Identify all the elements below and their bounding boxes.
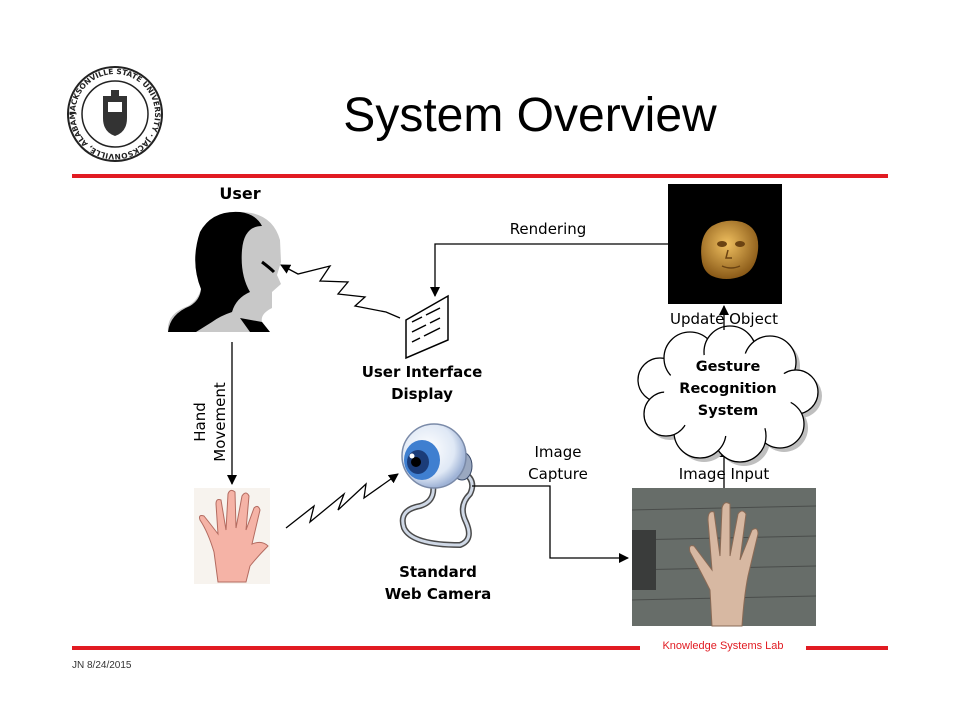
gesture-line1: Gesture [695, 359, 761, 375]
camera-label: Standard Web Camera [358, 561, 518, 605]
camera-line1: Standard [399, 563, 477, 581]
image-capture-arrow [472, 485, 629, 563]
title-divider [72, 174, 888, 178]
footer-lab-name: Knowledge Systems Lab [640, 640, 806, 652]
captured-hand-image [631, 488, 817, 627]
hand-movement-line2: Movement [211, 382, 229, 462]
image-capture-line1: Image [534, 443, 582, 461]
web-camera-icon [399, 423, 476, 549]
ui-display-label: User Interface Display [332, 361, 512, 405]
hand-to-camera-arrow [285, 473, 399, 529]
footer-date: JN 8/24/2015 [72, 660, 132, 671]
gesture-recognition-label: Gesture Recognition System [658, 356, 798, 422]
rendering-label: Rendering [509, 220, 587, 238]
camera-line2: Web Camera [384, 585, 492, 603]
gesture-recognition-cloud [637, 325, 822, 466]
image-capture-line2: Capture [528, 465, 588, 483]
gesture-line3: System [697, 403, 759, 419]
ui-display-line1: User Interface [361, 363, 483, 381]
user-label: User [219, 184, 261, 203]
ui-display-icon [405, 294, 449, 360]
page-title: System Overview [343, 89, 717, 142]
user-head-image [167, 211, 281, 332]
image-input-label: Image Input [678, 465, 770, 483]
ui-display-line2: Display [391, 385, 453, 403]
update-object-label: Update Object [670, 310, 778, 328]
image-capture-label: Image Capture [508, 441, 608, 485]
hand-movement-line1: Hand [191, 402, 209, 442]
hand-movement-label: Hand Movement [190, 362, 230, 482]
footer-divider [72, 646, 888, 650]
display-to-user-arrow [280, 264, 401, 319]
rendering-arrow [430, 243, 668, 297]
rendered-object-image [668, 184, 782, 304]
gesture-line2: Recognition [679, 381, 777, 397]
hand-image [194, 488, 270, 584]
